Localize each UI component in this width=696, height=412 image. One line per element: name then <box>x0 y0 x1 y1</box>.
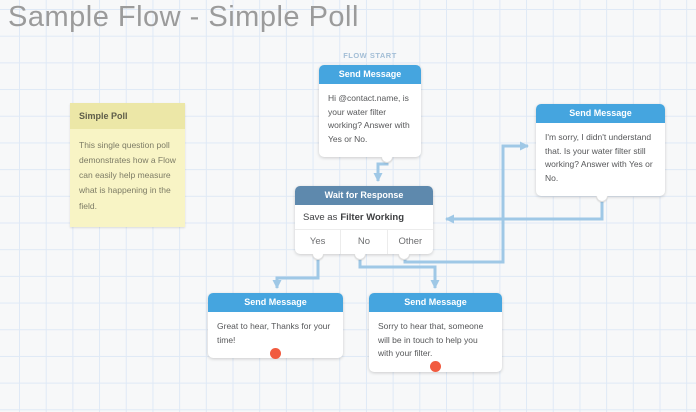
page-title: Sample Flow - Simple Poll <box>8 1 359 33</box>
category-yes[interactable]: Yes <box>309 236 326 247</box>
sticky-note[interactable]: Simple Poll This single question poll de… <box>70 103 185 227</box>
node-header-send-message[interactable]: Send Message <box>208 293 343 312</box>
node-header-send-message[interactable]: Send Message <box>319 65 421 84</box>
message-text: Hi @contact.name, is your water filter w… <box>328 93 410 144</box>
exit-connector[interactable] <box>596 196 608 203</box>
node-header-send-message[interactable]: Send Message <box>536 104 665 123</box>
connector-yes-to-message <box>272 255 320 289</box>
exit-connector-other[interactable] <box>398 254 410 260</box>
activity-dot-yes-exit[interactable] <box>270 348 281 359</box>
node-header-wait-for-response[interactable]: Wait for Response <box>295 186 433 205</box>
node-yes-send-message[interactable]: Send Message Great to hear, Thanks for y… <box>208 293 343 359</box>
node-clarify-send-message[interactable]: Send Message I'm sorry, I didn't underst… <box>536 104 665 203</box>
activity-dot-no-exit[interactable] <box>430 361 441 372</box>
exit-connector-yes[interactable] <box>312 254 324 260</box>
connector-no-to-message <box>358 255 440 289</box>
connector-clarify-to-wait <box>445 193 604 224</box>
node-no-send-message[interactable]: Send Message Sorry to hear that, someone… <box>369 293 502 372</box>
sticky-note-title[interactable]: Simple Poll <box>70 103 185 129</box>
result-field-name: Filter Working <box>340 212 405 223</box>
flow-start-label: FLOW START <box>343 51 397 60</box>
category-no[interactable]: No <box>340 230 386 254</box>
message-text: Sorry to hear that, someone will be in t… <box>378 321 484 359</box>
response-categories: Yes No Other <box>295 230 433 254</box>
save-as-label: Save as <box>303 212 338 223</box>
message-text: Great to hear, Thanks for your time! <box>217 321 331 345</box>
sticky-note-body[interactable]: This single question poll demonstrates h… <box>70 129 185 227</box>
node-start-send-message[interactable]: Send Message Hi @contact.name, is your w… <box>319 65 421 164</box>
node-header-send-message[interactable]: Send Message <box>369 293 502 312</box>
exit-connector-no[interactable] <box>354 254 366 260</box>
category-other[interactable]: Other <box>386 230 433 254</box>
message-text: I'm sorry, I didn't understand that. Is … <box>545 132 653 183</box>
exit-connector[interactable] <box>381 157 393 164</box>
